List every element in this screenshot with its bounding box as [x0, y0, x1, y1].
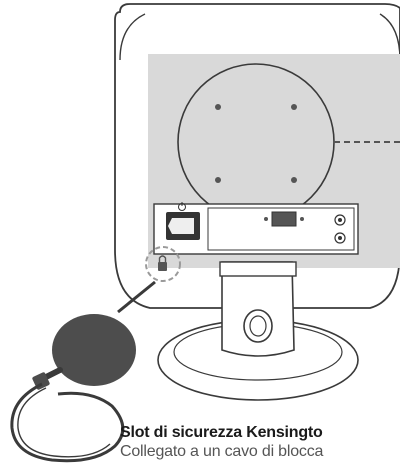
audio-jacks: [334, 214, 346, 244]
screw-dot-icon: [215, 177, 221, 183]
cable-hole-icon: [243, 309, 273, 343]
lock-icon: [158, 255, 167, 271]
vga-connector: [264, 211, 304, 227]
screw-dot-icon: [291, 177, 297, 183]
kensington-slot: [145, 246, 181, 282]
power-icon: [178, 202, 186, 211]
screw-dot-icon: [291, 104, 297, 110]
caption-body: Collegato a un cavo di blocca: [120, 443, 324, 460]
security-cable-loop: [10, 382, 125, 463]
power-socket: [166, 202, 200, 240]
screw-dot-icon: [215, 104, 221, 110]
caption-title: Slot di sicurezza Kensingto: [120, 424, 323, 441]
port-panel: [153, 202, 359, 255]
stand-neck: [219, 261, 297, 357]
kensington-lock: [32, 280, 156, 390]
